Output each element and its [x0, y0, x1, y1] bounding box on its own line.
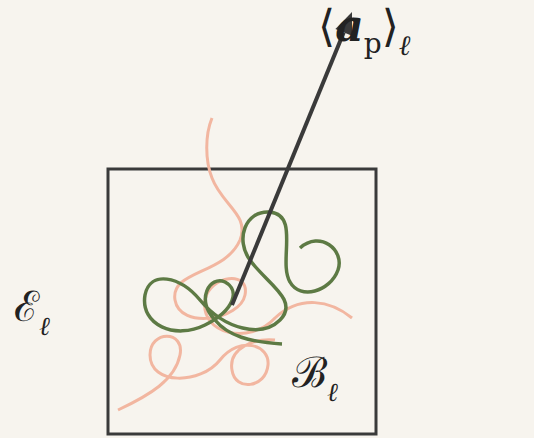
math-symbol: p	[364, 30, 382, 58]
math-symbol: a	[335, 4, 364, 48]
math-symbol: ℬ	[292, 352, 327, 394]
math-symbol: ⟩	[382, 4, 399, 48]
math-symbol: ℓ	[327, 379, 338, 405]
math-symbol: ℓ	[399, 32, 411, 60]
polymer-chain	[118, 336, 275, 410]
math-symbol: ℰ	[14, 286, 39, 328]
math-label: ℰℓ	[14, 286, 50, 328]
math-label: ⟨ap⟩ℓ	[318, 4, 410, 48]
math-symbol: ⟨	[318, 4, 335, 48]
math-label: ℬℓ	[288, 350, 342, 396]
math-symbol: ℓ	[39, 313, 50, 339]
vector-arrow	[232, 32, 344, 305]
